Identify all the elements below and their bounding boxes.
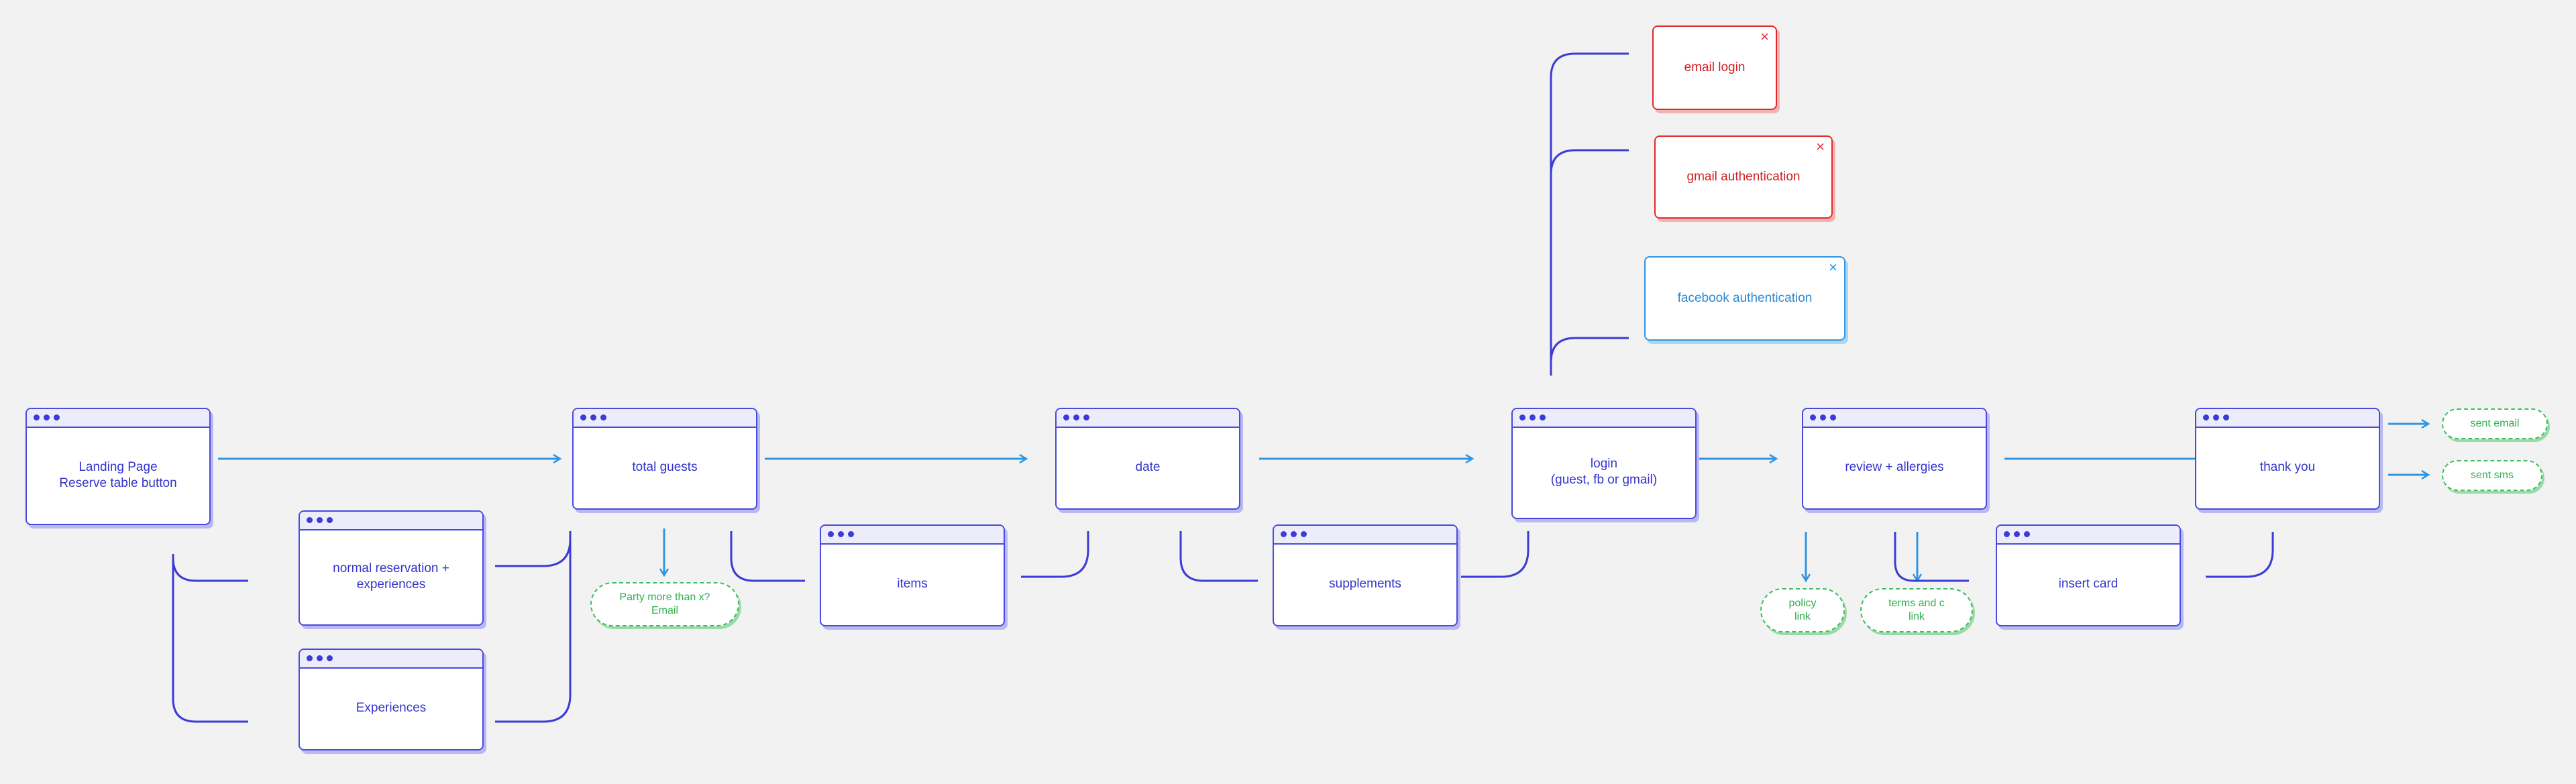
screen-normal-reservation: normal reservation + experiences: [299, 510, 484, 626]
branch-login-to-facebook: [1550, 337, 1629, 363]
note-party-size: Party more than x? Email: [590, 582, 739, 626]
option-label: gmail authentication: [1686, 170, 1801, 184]
branch-normal-to-guests: [495, 531, 572, 567]
branch-guests-to-items: [730, 531, 805, 582]
branch-experiences-to-guests: [495, 531, 572, 723]
screen-thank-you: thank you: [2195, 408, 2380, 510]
screen-label: insert card: [2058, 577, 2118, 591]
branch-review-to-card: [1894, 532, 1969, 582]
screen-label: date: [1135, 460, 1161, 474]
screen-experiences: Experiences: [299, 649, 484, 750]
screen-label: Landing Page Reserve table button: [59, 459, 177, 490]
branch-card-to-thanks: [2206, 532, 2274, 578]
branch-supplements-to-login: [1461, 531, 1529, 578]
screen-label: thank you: [2259, 460, 2316, 474]
branch-login-to-gmail: [1550, 149, 1629, 175]
branch-items-to-date: [1021, 531, 1089, 578]
screen-label: total guests: [632, 460, 698, 474]
screen-label: review + allergies: [1845, 460, 1944, 474]
screen-insert-card: insert card: [1996, 524, 2181, 626]
branch-landing-to-normal: [172, 554, 248, 582]
option-email-login: × email login: [1652, 25, 1777, 110]
note-policy-link: policy link: [1760, 588, 1845, 632]
screen-supplements: supplements: [1273, 524, 1458, 626]
note-sent-email: sent email: [2442, 408, 2548, 439]
screen-label: login (guest, fb or gmail): [1550, 457, 1658, 487]
branch-date-to-supplements: [1179, 531, 1258, 582]
option-label: facebook authentication: [1677, 291, 1813, 305]
close-icon: ×: [1760, 28, 1769, 45]
close-icon: ×: [1829, 259, 1837, 276]
screen-label: normal reservation + experiences: [333, 561, 449, 592]
close-icon: ×: [1816, 138, 1825, 155]
screen-login: login (guest, fb or gmail): [1511, 408, 1697, 519]
branch-login-to-email: [1550, 52, 1629, 376]
option-gmail-authentication: × gmail authentication: [1654, 135, 1833, 219]
screen-label: Experiences: [356, 701, 427, 715]
screen-label: supplements: [1329, 577, 1401, 591]
screen-review-allergies: review + allergies: [1802, 408, 1987, 510]
option-label: email login: [1684, 60, 1746, 74]
screen-landing-page: Landing Page Reserve table button: [25, 408, 211, 525]
screen-label: items: [897, 577, 928, 591]
screen-date: date: [1055, 408, 1240, 510]
screen-total-guests: total guests: [572, 408, 757, 510]
option-facebook-authentication: × facebook authentication: [1644, 256, 1845, 341]
note-sent-sms: sent sms: [2442, 460, 2542, 491]
branch-landing-to-experiences: [172, 558, 248, 723]
note-terms-link: terms and c link: [1860, 588, 1973, 632]
screen-items: items: [820, 524, 1005, 626]
